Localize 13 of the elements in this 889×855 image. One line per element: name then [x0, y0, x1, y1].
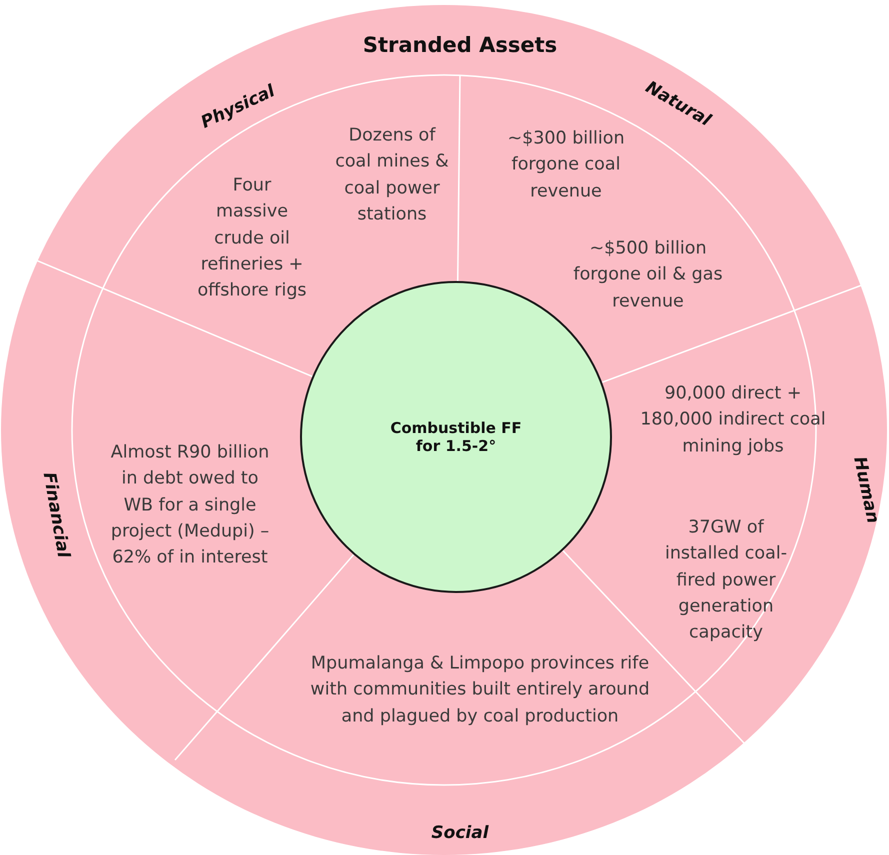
sector-text: ~$300 billion forgone coal revenue	[506, 128, 626, 204]
sector-label: Social	[431, 823, 489, 843]
sector-label: Human	[849, 454, 883, 526]
center-text: Combustible FF for 1.5-2°	[389, 419, 523, 455]
sector-text: Mpumalanga & Limpopo provinces rife with communities built entirely around and plagued by coal production	[309, 652, 651, 728]
sector-text: Dozens of coal mines & coal power stations	[334, 124, 450, 226]
sector-text: 90,000 direct + 180,000 indirect coal mining jobs	[639, 382, 827, 458]
sector-text: 37GW of installed coal-fired power generation capacity	[664, 516, 788, 644]
sector-text: Four massive crude oil refineries + offshore rigs	[196, 174, 308, 302]
wheel-title: Stranded Assets	[362, 33, 558, 57]
sector-text: Almost R90 billion in debt owed to WB for a single project (Medupi) – 62% of in interest	[110, 441, 270, 570]
sector-text: ~$500 billion forgone oil & gas revenue	[572, 238, 724, 314]
sector-label: Financial	[38, 470, 74, 560]
